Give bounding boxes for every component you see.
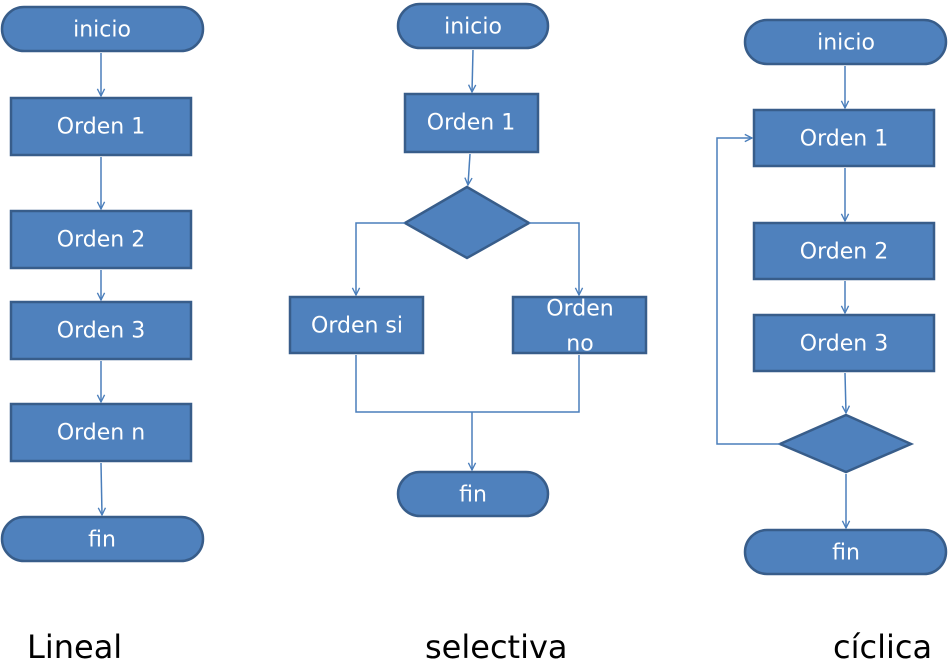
ciclica-end-terminal (743, 528, 948, 576)
lineal-start-terminal (0, 5, 205, 53)
lineal-step-2-label: Orden 2 (57, 228, 145, 253)
selectiva-no-step (511, 295, 648, 355)
selectiva-end-label: fin (459, 483, 487, 508)
ciclica-step-1 (752, 108, 936, 168)
ciclica-end-label: fin (832, 541, 860, 566)
ciclica-step-2 (752, 221, 936, 281)
lineal-step-1-label: Orden 1 (57, 115, 145, 140)
lineal-step-n-label: Orden n (57, 421, 145, 446)
selectiva-yes-step (288, 295, 425, 355)
lineal-end-label: fin (88, 528, 116, 553)
selectiva-start-terminal (396, 2, 550, 50)
ciclica-step-1-label: Orden 1 (800, 127, 888, 152)
lineal-step-1 (9, 96, 193, 157)
selectiva-caption: selectiva (425, 628, 568, 666)
selectiva-decision-diamond (402, 185, 532, 260)
lineal-step-2 (9, 209, 193, 270)
lineal-flowchart: inicio Orden 1 Orden 2 Orden 3 Orden n f… (0, 5, 205, 666)
selectiva-step-1 (403, 92, 540, 154)
lineal-arrow-5 (101, 462, 102, 515)
lineal-step-3 (9, 300, 193, 361)
selectiva-no-branch-connector (529, 222, 579, 295)
ciclica-start-terminal (743, 18, 948, 66)
ciclica-start-label: inicio (817, 31, 875, 56)
selectiva-end-terminal (396, 470, 550, 518)
selectiva-no-label-line-2: no (566, 332, 593, 357)
selectiva-flowchart: inicio Orden 1 Orden si Orden no fin sel… (288, 2, 648, 666)
lineal-end-terminal (0, 515, 205, 563)
ciclica-step-3-label: Orden 3 (800, 332, 888, 357)
lineal-caption: Lineal (27, 628, 122, 666)
ciclica-step-3 (752, 313, 936, 373)
selectiva-no-label-line-1: Orden (546, 297, 613, 322)
lineal-step-3-label: Orden 3 (57, 319, 145, 344)
ciclica-loop-back-connector (716, 138, 780, 445)
ciclica-arrow-4 (845, 372, 846, 413)
ciclica-step-2-label: Orden 2 (800, 240, 888, 265)
selectiva-start-label: inicio (444, 15, 502, 40)
ciclica-decision-diamond (776, 413, 915, 474)
ciclica-caption: cíclica (833, 628, 932, 666)
selectiva-step-1-label: Orden 1 (427, 111, 515, 136)
selectiva-yes-label: Orden si (311, 314, 403, 339)
selectiva-arrow-1 (472, 49, 473, 92)
selectiva-yes-branch-connector (356, 222, 405, 295)
ciclica-flowchart: inicio Orden 1 Orden 2 Orden 3 fin cícli… (716, 18, 948, 666)
selectiva-arrow-2 (468, 153, 470, 185)
lineal-start-label: inicio (73, 18, 131, 43)
lineal-step-n (9, 402, 193, 463)
selectiva-merge-connector (355, 355, 580, 413)
